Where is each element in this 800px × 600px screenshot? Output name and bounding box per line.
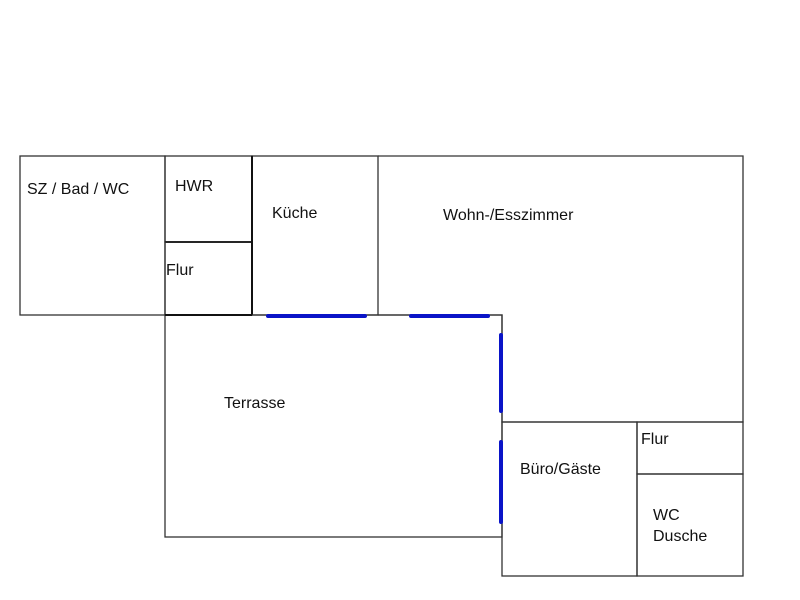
room-wc-dusche xyxy=(636,473,744,577)
label-flur-2: Flur xyxy=(641,431,669,448)
label-wohn-esszimmer: Wohn-/Esszimmer xyxy=(443,207,574,224)
room-wohn-esszimmer xyxy=(378,155,744,423)
room-hwr xyxy=(164,155,253,243)
label-buero-gaeste: Büro/Gäste xyxy=(520,461,601,478)
room-terrasse xyxy=(164,314,503,538)
room-kueche xyxy=(251,155,379,316)
label-wc-dusche: WC Dusche xyxy=(653,507,708,545)
label-kueche: Küche xyxy=(272,205,318,222)
label-flur: Flur xyxy=(166,262,194,279)
label-terrasse: Terrasse xyxy=(224,395,286,412)
room-buero-gaeste xyxy=(501,421,638,577)
label-hwr: HWR xyxy=(175,178,214,195)
label-sz-bad-wc: SZ / Bad / WC xyxy=(27,181,130,198)
